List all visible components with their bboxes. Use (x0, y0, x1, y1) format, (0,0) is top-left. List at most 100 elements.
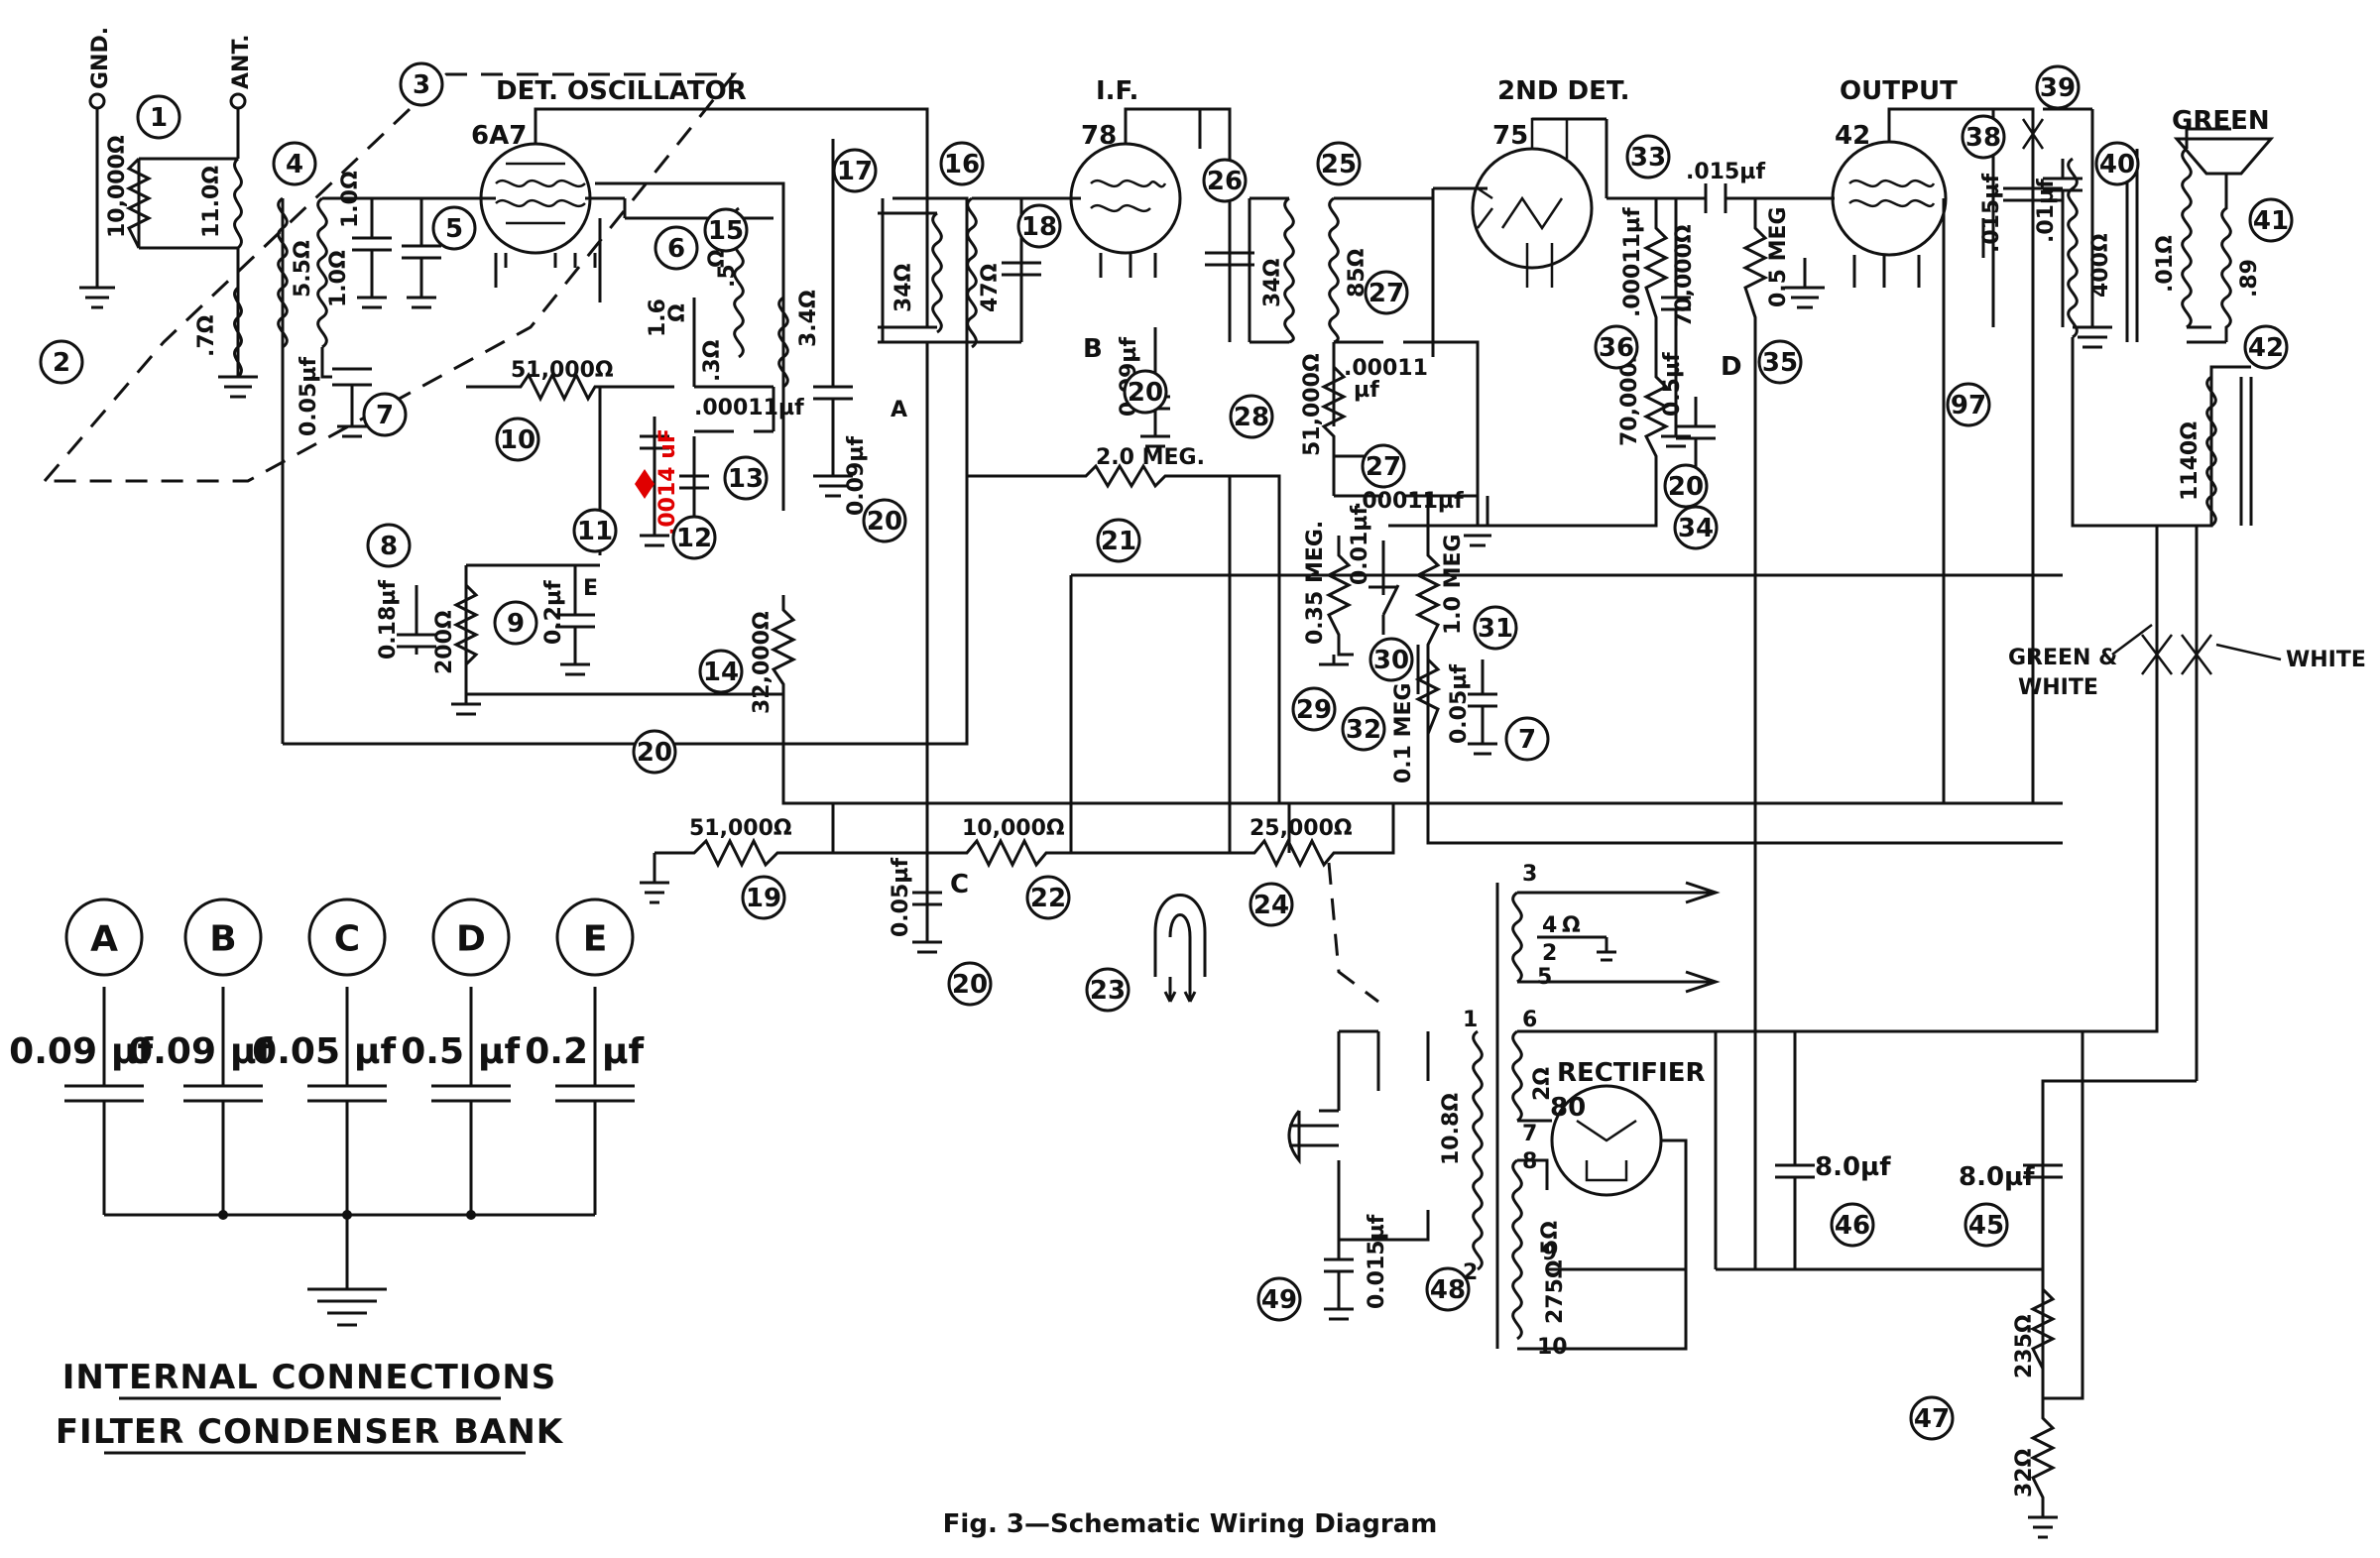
osc-ohm-1: Ω (665, 303, 690, 322)
tx-ohm: Ω (1562, 913, 1581, 938)
callout-circle-29 (1291, 686, 1337, 732)
c-005-7: 0.05µf (297, 357, 321, 436)
callout-circle-18 (1016, 203, 1062, 249)
r-200: 200Ω (432, 610, 457, 674)
callout-34: 34 (1678, 514, 1714, 543)
r-5-rect: 5Ω (1538, 1221, 1563, 1255)
bank-letter-b: B (209, 919, 236, 960)
c-02-e: 0.2µf (541, 580, 566, 645)
c-0015-49: 0.015µf (1365, 1214, 1389, 1309)
callout-circle-12 (671, 515, 717, 560)
wire-white: WHITE (2286, 648, 2366, 672)
callout-20-dup2: 20 (1128, 378, 1163, 408)
bank-unit-b: µf (230, 1031, 272, 1072)
bank-cap-d: D 0.5 µf (401, 898, 520, 1072)
callout-22: 22 (1030, 884, 1066, 913)
callout-4: 4 (286, 150, 303, 180)
c-05-d: 0.5µf (1660, 352, 1685, 417)
tx-3: 3 (1522, 862, 1537, 887)
component-values: 10,000Ω 11.0Ω .7Ω 5.5Ω 1.0Ω 1.0Ω 0.05µf … (105, 135, 2262, 1498)
callout-circle-2 (39, 339, 84, 385)
callout-7: 7 (376, 401, 394, 430)
ant-label: ANT. (229, 35, 254, 89)
r-235: 235Ω (2012, 1314, 2037, 1378)
letter-e: E (583, 576, 598, 601)
stage-if: I.F. (1096, 76, 1138, 106)
c-009-a: 0.09µf (844, 436, 869, 516)
r-51000-19: 51,000Ω (689, 816, 792, 841)
bank-title-line1: INTERNAL CONNECTIONS (62, 1358, 557, 1397)
callout-13: 13 (728, 464, 764, 494)
bank-value-e: 0.2 (525, 1031, 588, 1072)
tx-4: 4 (1542, 913, 1557, 938)
bank-title-line2: FILTER CONDENSER BANK (56, 1412, 564, 1452)
c-0014-red: .0014 uF (655, 428, 680, 536)
callout-circle-23 (1085, 967, 1130, 1013)
callout-20-dup1: 20 (637, 738, 672, 768)
r-400: 400Ω (2088, 233, 2113, 298)
callout-32: 32 (1346, 715, 1381, 745)
callout-circle-4 (272, 141, 317, 186)
callout-35: 35 (1762, 348, 1798, 378)
callout-circle-38 (1961, 114, 2006, 160)
callout-circle-1 (136, 94, 181, 140)
callout-7-dup0: 7 (1518, 725, 1536, 755)
c-27a-unit: µf (1354, 378, 1379, 403)
tube-labels: 6A7 78 75 42 80 (471, 121, 1870, 1123)
letter-b: B (1083, 334, 1103, 364)
callout-18: 18 (1021, 212, 1057, 242)
callout-20-dup3: 20 (1668, 472, 1704, 502)
callout-circle-7-dup0 (1504, 716, 1550, 762)
callout-97: 97 (1951, 391, 1986, 420)
callout-circle-36 (1594, 324, 1639, 370)
callout-46: 46 (1835, 1211, 1870, 1241)
r-10000: 10,000Ω (105, 135, 130, 238)
c-8-45: 8.0µf (1959, 1162, 2035, 1192)
callout-circle-17 (832, 148, 878, 193)
r-035meg: 0.35 MEG. (1303, 521, 1328, 645)
callout-15: 15 (708, 216, 744, 246)
callout-circle-41 (2248, 197, 2294, 243)
callout-circle-28 (1229, 394, 1274, 439)
callout-circle-32 (1341, 706, 1386, 752)
callout-19: 19 (746, 884, 781, 913)
red-capacitor-mark (635, 469, 654, 499)
callout-39: 39 (2040, 73, 2076, 103)
stage-det-osc: DET. OSCILLATOR (496, 76, 747, 106)
callout-circle-30 (1368, 637, 1414, 682)
tx-6: 6 (1522, 1008, 1537, 1032)
tube-label-6a7: 6A7 (471, 121, 527, 151)
callout-8: 8 (380, 532, 398, 561)
callout-16: 16 (944, 150, 980, 180)
callout-28: 28 (1234, 403, 1269, 432)
callout-circle-8 (366, 523, 412, 568)
callout-21: 21 (1101, 527, 1136, 556)
tube-label-78: 78 (1081, 121, 1117, 151)
bank-unit-c: µf (354, 1031, 396, 1072)
callout-circle-15 (703, 207, 749, 253)
callout-1: 1 (150, 103, 168, 133)
r-89: .89 (2237, 259, 2262, 298)
c-018: 0.18µf (376, 580, 401, 659)
gnd-label: GND. (88, 27, 113, 89)
callout-circle-5 (431, 205, 477, 251)
callout-41: 41 (2253, 206, 2289, 236)
r-25000: 25,000Ω (1250, 816, 1353, 841)
callout-circle-6 (654, 225, 699, 271)
callout-circle-46 (1830, 1202, 1875, 1248)
gnd-terminal (88, 92, 106, 110)
stage-rectifier: RECTIFIER (1557, 1058, 1706, 1088)
callout-circle-21 (1096, 518, 1141, 563)
callout-circle-3 (399, 61, 444, 107)
callout-47: 47 (1914, 1404, 1950, 1434)
callout-24: 24 (1253, 891, 1289, 920)
r-05meg: 0.5 MEG (1766, 206, 1791, 307)
callout-14: 14 (703, 658, 739, 687)
callout-circle-40 (2094, 141, 2140, 186)
r-1meg: 1.0 MEG (1441, 534, 1466, 635)
callout-3: 3 (413, 70, 430, 100)
tube-label-42: 42 (1835, 121, 1870, 151)
callout-42: 42 (2248, 333, 2284, 363)
callout-circle-34 (1673, 505, 1719, 550)
callout-2: 2 (53, 348, 70, 378)
